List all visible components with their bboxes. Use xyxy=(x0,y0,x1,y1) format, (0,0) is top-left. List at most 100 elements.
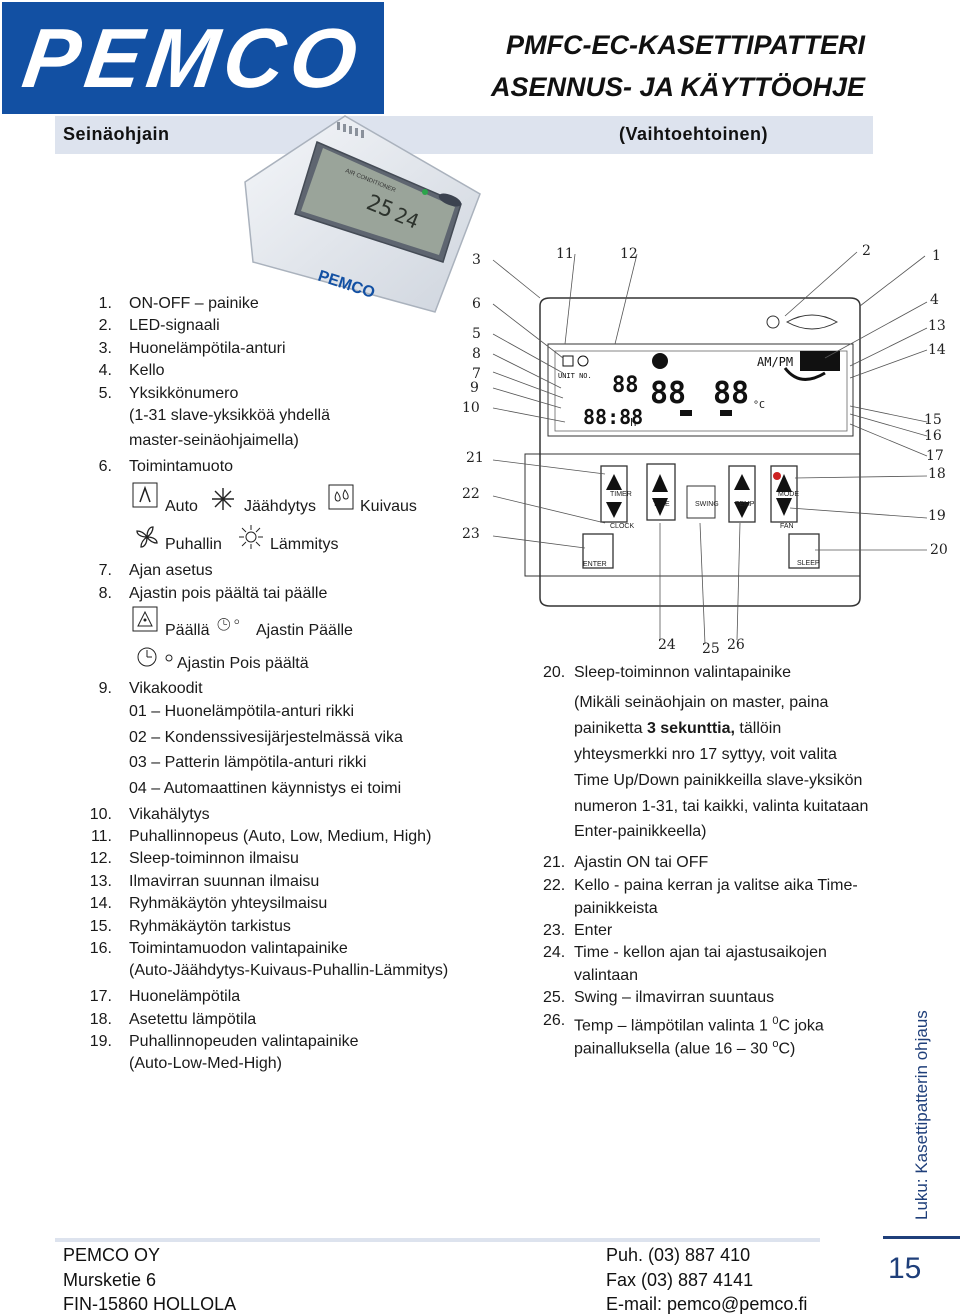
list-item-number: 9. xyxy=(98,680,112,697)
list-item-text: Kello xyxy=(129,362,165,379)
item-20-detail-3: yhteysmerkki nro 17 syttyy, voit valita xyxy=(574,746,837,763)
footer-fax: Fax (03) 887 4141 xyxy=(606,1270,754,1290)
list-item-text: Enter xyxy=(574,922,613,939)
item-20-bold-suffix: tällöin xyxy=(734,720,782,737)
item-26-text-a: Temp – lämpötilan valinta 1 xyxy=(574,1017,773,1035)
list-item-number: 19. xyxy=(89,1033,112,1050)
list-item-number: 18. xyxy=(89,1011,112,1028)
timer-on-icon xyxy=(132,606,158,632)
list-item-text: Ajan asetus xyxy=(129,562,213,579)
item-20-text: Sleep-toiminnon valintapainike xyxy=(574,664,792,681)
list-item-number: 11. xyxy=(90,828,112,845)
item-26-line1: Temp – lämpötilan valinta 1 0C joka xyxy=(574,1010,824,1037)
footer-company: PEMCO OY xyxy=(63,1245,161,1265)
diagram-callout: 17 xyxy=(926,448,944,464)
item-20-detail-2: painiketta 3 sekunttia, tällöin xyxy=(574,718,781,740)
diagram-callout: 6 xyxy=(472,296,481,312)
mode-fan-label: Puhallin xyxy=(165,536,222,553)
diagram-callout: 4 xyxy=(930,292,939,308)
item-26-sup-b: o xyxy=(772,1038,779,1050)
list-item-text: Vikakoodit xyxy=(129,680,203,697)
section-subtitle: (Vaihtoehtoinen) xyxy=(619,124,768,144)
list-item-text: Ajastin pois päältä tai päälle xyxy=(129,585,328,602)
item-26-sup-a: 0 xyxy=(772,1015,779,1027)
list-item-text: Huonelämpötila xyxy=(129,988,241,1005)
list-item-text: Toimintamuodon valintapainike xyxy=(129,940,348,957)
diagram-callout: 24 xyxy=(658,637,676,653)
item-20-bold: 3 sekunttia, xyxy=(646,720,735,737)
fan-icon xyxy=(134,524,160,550)
fault-code: 02 – Kondenssivesijärjestelmässä vika xyxy=(129,729,403,746)
btn-fan-label: FAN xyxy=(780,523,794,530)
list-item-number: 23. xyxy=(543,922,566,939)
diagram-callout: 2 xyxy=(862,243,871,259)
item-26-line2-a: painalluksella (alue 16 – 30 xyxy=(574,1040,773,1058)
logo-text: PEMCO xyxy=(17,10,369,105)
list-item-text: Sleep-toiminnon ilmaisu xyxy=(129,850,299,867)
diagram-callout: 25 xyxy=(702,641,720,657)
lcd-unit-no: UNIT NO. xyxy=(558,372,592,380)
item-26-text-b: C joka xyxy=(778,1017,824,1035)
diagram-callout: 19 xyxy=(928,508,946,524)
controller-photo: AIR CONDITIONER 25 24 PEMCO xyxy=(244,115,481,313)
lcd-hour-unit: h xyxy=(630,416,637,429)
item-26-line2-b: C) xyxy=(778,1040,796,1058)
item-20-detail-6: Enter-painikkeella) xyxy=(574,823,707,840)
list-item-number: 1. xyxy=(98,295,112,312)
diagram-callout: 1 xyxy=(932,248,941,264)
chapter-label: Luku: Kasettipatterin ohjaus xyxy=(904,990,940,1220)
diagram-callout: 16 xyxy=(924,428,942,444)
list-item-text: Swing – ilmavirran suuntaus xyxy=(574,989,775,1006)
item-20-detail-5: numeron 1-31, tai kaikki, valinta kuitat… xyxy=(574,798,869,815)
diagram-callout: 10 xyxy=(462,400,480,416)
list-item-text: (Auto-Low-Med-High) xyxy=(129,1055,282,1072)
list-item-number: 13. xyxy=(89,873,112,890)
lcd-unit-digits: 88 xyxy=(612,373,639,398)
fault-code: 01 – Huonelämpötila-anturi rikki xyxy=(129,703,354,720)
diagram-callout: 15 xyxy=(924,412,942,428)
controller-diagram: AM/PM UNIT NO. 88 88 88 88:88 h °C TIMER… xyxy=(492,251,928,645)
list-item-text: (Auto-Jäähdytys-Kuivaus-Puhallin-Lämmity… xyxy=(129,962,449,979)
btn-clock-label: CLOCK xyxy=(610,523,634,530)
diagram-callout: 23 xyxy=(462,526,480,542)
list-item-number: 17. xyxy=(89,988,112,1005)
diagram-callout: 12 xyxy=(620,246,638,262)
lcd-ampm: AM/PM xyxy=(757,355,793,369)
sun-icon xyxy=(238,524,264,550)
btn-temp-label: TEMP xyxy=(735,501,755,508)
diagram-callout: 8 xyxy=(472,346,481,362)
list-item-text: Toimintamuoto xyxy=(129,458,234,475)
sidebar-divider xyxy=(883,1236,960,1239)
timer-on-label: Päällä xyxy=(165,622,210,639)
list-item-number: 4. xyxy=(98,362,112,379)
diagram-callout: 22 xyxy=(462,486,480,502)
list-item-text: Ryhmäkäytön yhteysilmaisu xyxy=(129,895,328,912)
item-20-detail-1: (Mikäli seinäohjain on master, paina xyxy=(574,694,829,711)
list-item-number: 5. xyxy=(98,385,112,402)
list-item-text: LED-signaali xyxy=(129,317,220,334)
btn-mode-label: MODE xyxy=(778,491,799,498)
list-item-number: 15. xyxy=(89,918,112,935)
list-item-text: valintaan xyxy=(574,967,639,984)
diagram-callout: 11 xyxy=(556,246,574,262)
item-26-num: 26. xyxy=(543,1012,566,1029)
section-title: Seinäohjain xyxy=(63,124,170,144)
lcd-room-temp: 88 xyxy=(650,376,686,411)
list-item-number: 12. xyxy=(89,850,112,867)
list-item-text: Puhallinnopeuden valintapainike xyxy=(129,1033,359,1050)
list-item-number: 6. xyxy=(98,458,112,475)
diagram-callout: 26 xyxy=(727,637,745,653)
snowflake-icon xyxy=(210,486,236,512)
item-20-detail-4: Time Up/Down painikkeilla slave-yksikön xyxy=(574,772,863,789)
btn-timer-label: TIMER xyxy=(610,491,632,498)
list-item-text: Vikahälytys xyxy=(129,806,210,823)
list-item-text: Huonelämpötila-anturi xyxy=(129,340,286,357)
diagram-callout: 14 xyxy=(928,342,946,358)
list-item-text: (1-31 slave-yksikköä yhdellä xyxy=(129,407,330,424)
diagram-callout: 21 xyxy=(466,450,484,466)
fault-code: 03 – Patterin lämpötila-anturi rikki xyxy=(129,754,367,771)
fault-code: 04 – Automaattinen käynnistys ei toimi xyxy=(129,780,402,797)
item-20-bold-prefix: painiketta xyxy=(574,720,647,737)
list-item-number: 10. xyxy=(89,806,112,823)
chapter-sidebar: Luku: Kasettipatterin ohjaus xyxy=(904,990,940,1220)
